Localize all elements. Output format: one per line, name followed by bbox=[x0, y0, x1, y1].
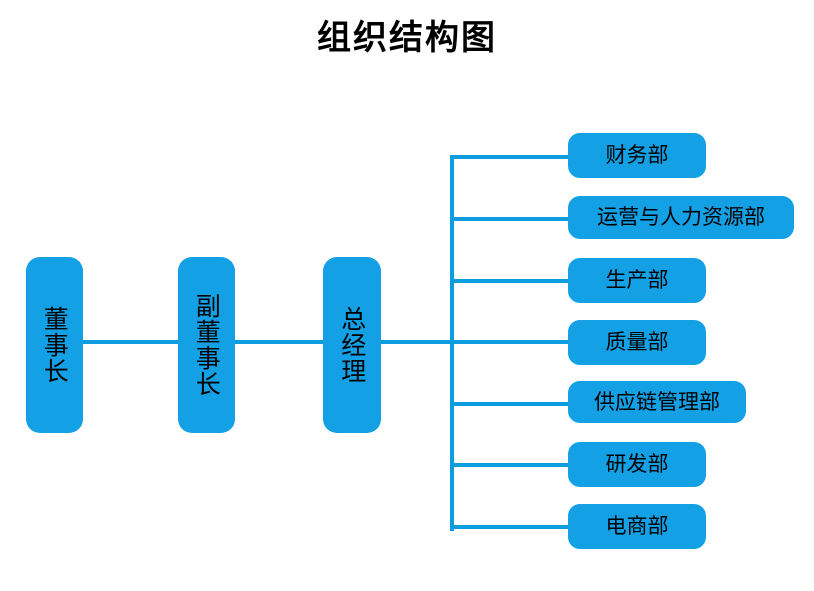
node-vice-chairman[interactable]: 副董事长 bbox=[178, 257, 235, 433]
node-finance[interactable]: 财务部 bbox=[568, 133, 706, 178]
branch-line-finance bbox=[450, 155, 570, 159]
node-operations-hr[interactable]: 运营与人力资源部 bbox=[568, 196, 794, 239]
node-chairman-label: 董事长 bbox=[40, 306, 70, 384]
node-quality[interactable]: 质量部 bbox=[568, 320, 706, 365]
node-general-manager-label: 总经理 bbox=[337, 306, 367, 384]
node-production[interactable]: 生产部 bbox=[568, 258, 706, 303]
connector-vice-chairman-to-general-manager bbox=[235, 340, 323, 344]
node-vice-chairman-label: 副董事长 bbox=[192, 293, 222, 397]
node-finance-label: 财务部 bbox=[605, 143, 669, 167]
branch-line-ecommerce bbox=[450, 525, 570, 529]
node-production-label: 生产部 bbox=[605, 268, 669, 292]
node-general-manager[interactable]: 总经理 bbox=[323, 257, 381, 433]
node-ecommerce-label: 电商部 bbox=[605, 514, 669, 538]
connector-general-manager-to-trunk bbox=[381, 340, 454, 344]
branch-line-operations-hr bbox=[450, 217, 570, 221]
node-supply-chain-label: 供应链管理部 bbox=[594, 389, 720, 414]
connector-chairman-to-vice-chairman bbox=[83, 340, 178, 344]
node-chairman[interactable]: 董事长 bbox=[26, 257, 83, 433]
branch-line-production bbox=[450, 279, 570, 283]
branch-line-rnd bbox=[450, 463, 570, 467]
node-rnd[interactable]: 研发部 bbox=[568, 442, 706, 487]
node-operations-hr-label: 运营与人力资源部 bbox=[597, 205, 765, 229]
page-title: 组织结构图 bbox=[317, 18, 497, 58]
node-ecommerce[interactable]: 电商部 bbox=[568, 504, 706, 549]
branch-line-quality bbox=[450, 340, 570, 344]
node-supply-chain[interactable]: 供应链管理部 bbox=[568, 381, 746, 423]
node-rnd-label: 研发部 bbox=[605, 452, 669, 476]
node-quality-label: 质量部 bbox=[605, 330, 669, 354]
branch-line-supply-chain bbox=[450, 402, 570, 406]
